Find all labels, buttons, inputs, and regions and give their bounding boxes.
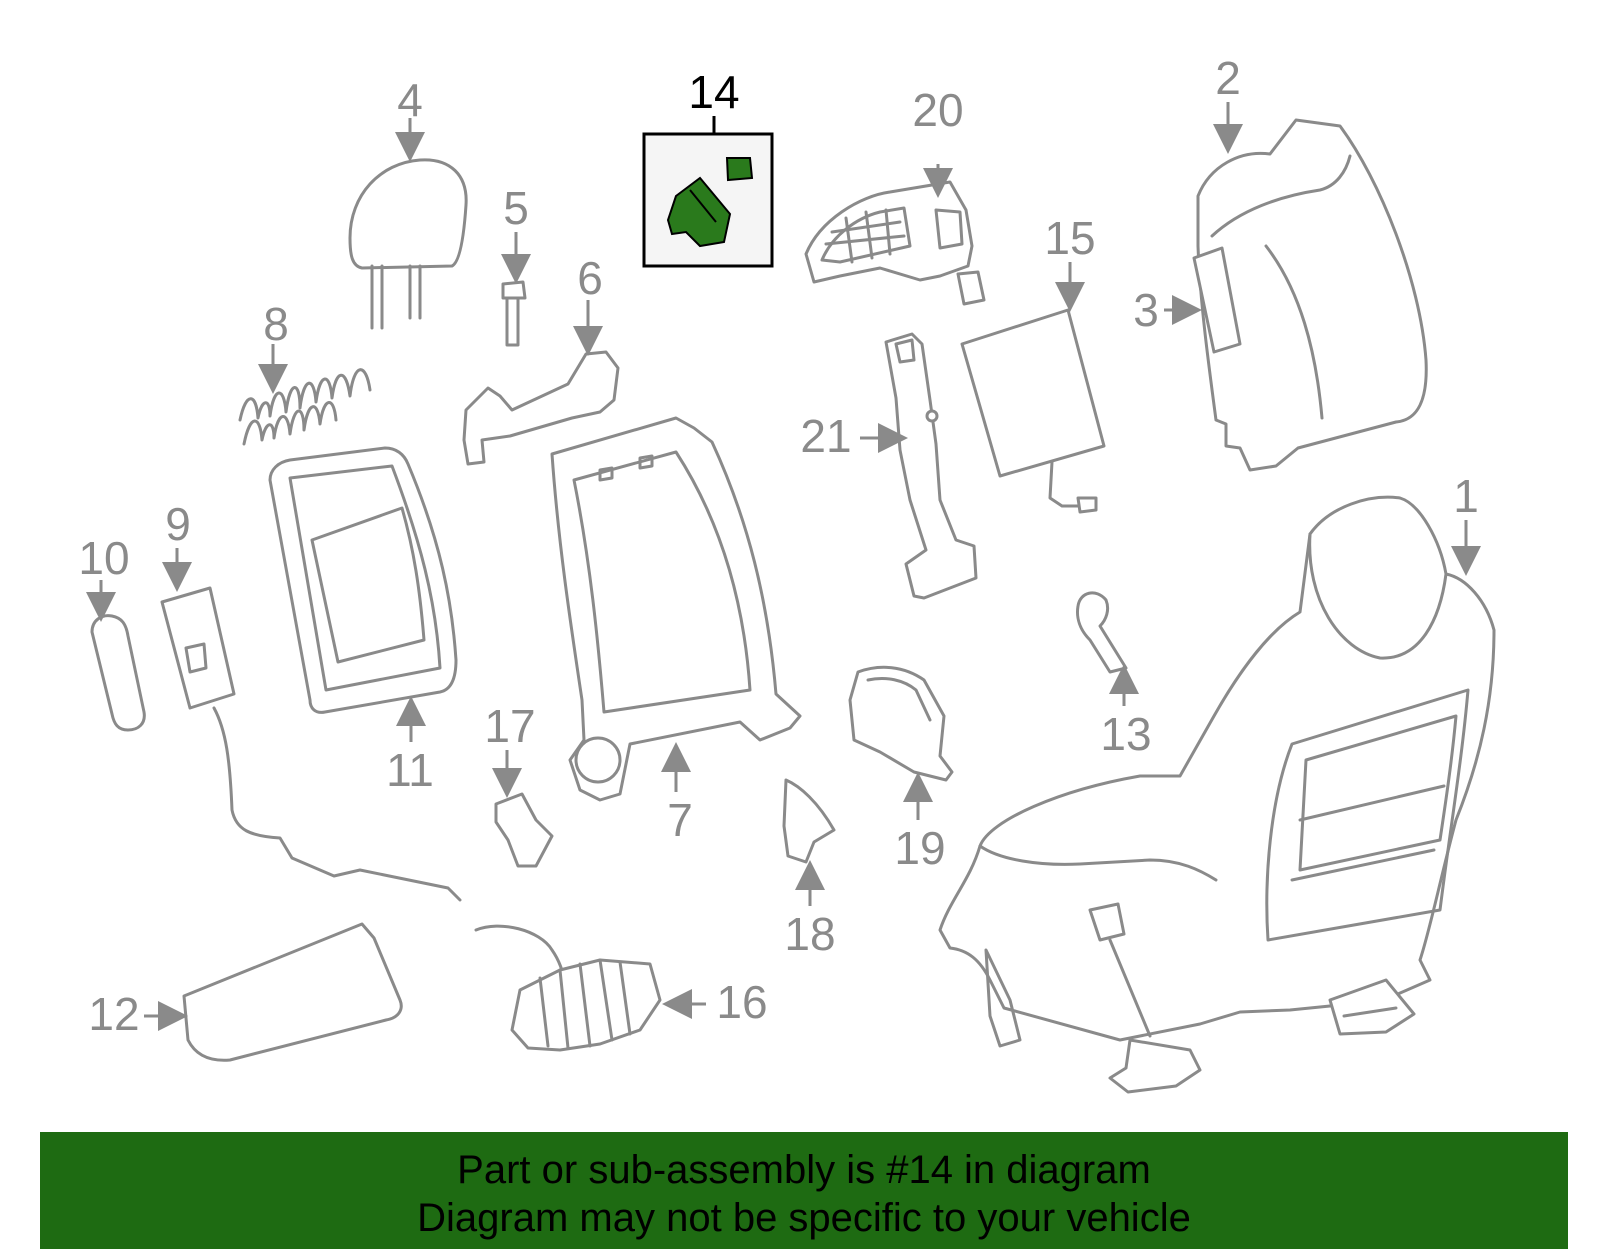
callout-11[interactable]: 11	[386, 744, 434, 796]
part-8-spring[interactable]	[238, 368, 372, 446]
callout-16[interactable]: 16	[716, 976, 767, 1028]
part-6-bracket[interactable]	[462, 350, 620, 466]
part-17-clip[interactable]	[494, 792, 554, 868]
part-7-back-frame[interactable]	[550, 416, 802, 802]
banner-vehicle-note: Diagram may not be specific to your vehi…	[417, 1196, 1191, 1240]
part-13-handle[interactable]	[1076, 591, 1128, 674]
callout-3[interactable]: 3	[1133, 284, 1159, 336]
callout-17[interactable]: 17	[484, 700, 535, 752]
part-15-heater-pad[interactable]	[960, 308, 1106, 514]
callout-21[interactable]: 21	[800, 410, 851, 462]
callout-8[interactable]: 8	[263, 298, 289, 350]
part-10-cylinder[interactable]	[90, 614, 146, 732]
part-5-bolt[interactable]	[501, 280, 527, 347]
callout-12[interactable]: 12	[88, 988, 139, 1040]
callout-labels: 14 4 5 6 8 11 7 10 9 12 16 17 18 19 20 2…	[78, 52, 1478, 1040]
part-9-airbag-module[interactable]	[160, 586, 462, 902]
part-4-headrest[interactable]	[348, 158, 468, 330]
callout-13[interactable]: 13	[1100, 708, 1151, 760]
part-12-trim[interactable]	[182, 922, 403, 1062]
callout-15[interactable]: 15	[1044, 212, 1095, 264]
part-1-seat-assembly[interactable]	[938, 495, 1496, 1094]
part-16-harness[interactable]	[474, 924, 662, 1052]
callout-18[interactable]: 18	[784, 908, 835, 960]
seat-parts-diagram: 14 4 5 6 8 11 7 10 9 12 16 17 18 19 20 2…	[78, 52, 1496, 1094]
callout-14[interactable]: 14	[688, 66, 739, 118]
callout-10[interactable]: 10	[78, 532, 129, 584]
part-21-bracket[interactable]	[884, 332, 978, 600]
part-2-back-cover[interactable]	[1192, 118, 1428, 472]
callout-7[interactable]: 7	[667, 794, 693, 846]
callout-1[interactable]: 1	[1453, 470, 1479, 522]
callout-20[interactable]: 20	[912, 84, 963, 136]
part-20-lumbar-motor[interactable]	[804, 180, 986, 306]
part-14-inset[interactable]	[642, 116, 774, 268]
callout-4[interactable]: 4	[397, 74, 423, 126]
leader-lines	[86, 102, 1481, 1031]
callout-5[interactable]: 5	[503, 182, 529, 234]
part-18-cover[interactable]	[782, 778, 836, 864]
callout-9[interactable]: 9	[165, 498, 191, 550]
callout-6[interactable]: 6	[577, 252, 603, 304]
callout-19[interactable]: 19	[894, 822, 945, 874]
part-11-back-panel[interactable]	[268, 446, 458, 714]
part-19-cover[interactable]	[848, 665, 954, 782]
disclaimer-banner: Part or sub-assembly is #14 in diagram D…	[40, 1132, 1568, 1249]
callout-2[interactable]: 2	[1215, 52, 1241, 104]
banner-part-note: Part or sub-assembly is #14 in diagram	[457, 1148, 1151, 1192]
